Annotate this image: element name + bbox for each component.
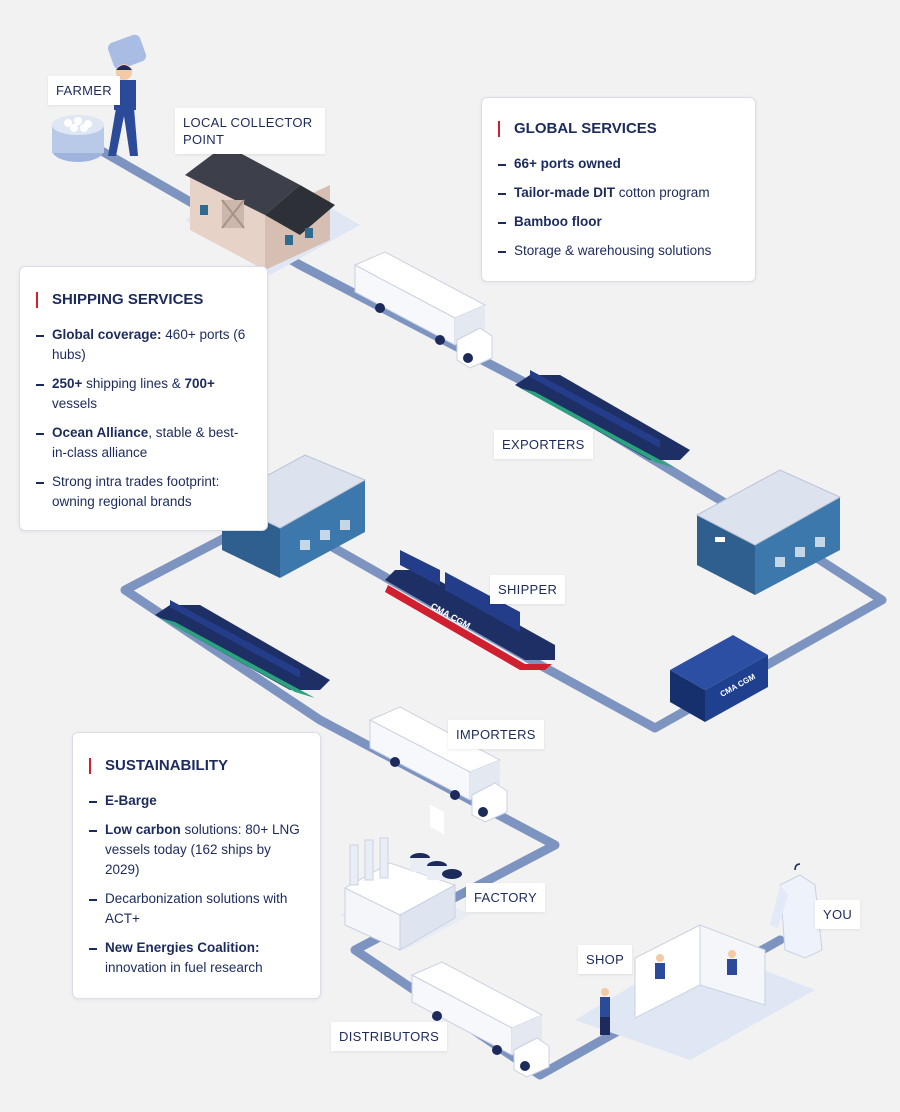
shipping-services-item: Ocean Alliance, stable & best-in-class a… [36,423,251,463]
label-distributors: DISTRIBUTORS [331,1022,448,1051]
label-importers: IMPORTERS [448,720,544,749]
shipping-services-item: Strong intra trades footprint: owning re… [36,472,251,512]
label-farmer: FARMER [48,76,120,105]
global-services-title: GLOBAL SERVICES [498,120,739,138]
label-shop: SHOP [578,945,633,974]
sustainability-item: Decarbonization solutions with ACT+ [89,889,304,929]
global-services-item: Tailor-made DIT cotton program [498,183,739,203]
shipping-services-item: 250+ shipping lines & 700+ vessels [36,374,251,414]
warehouse-right [695,469,842,595]
global-services-item: 66+ ports owned [498,154,739,174]
shipping-services-item: Global coverage: 460+ ports (6 hubs) [36,325,251,365]
sustainability-panel: SUSTAINABILITY E-Barge Low carbon soluti… [72,732,321,999]
barge-2 [155,600,330,698]
sustainability-title: SUSTAINABILITY [89,757,304,775]
global-services-panel: GLOBAL SERVICES 66+ ports owned Tailor-m… [481,97,756,282]
shirt-on-hanger [770,863,823,959]
global-services-item: Storage & warehousing solutions [498,241,739,261]
sustainability-item: New Energies Coalition: innovation in fu… [89,938,304,978]
truck-1 [353,251,493,369]
truck-3 [410,961,550,1078]
shipping-services-title: SHIPPING SERVICES [36,291,251,309]
label-exporters: EXPORTERS [494,430,593,459]
truck-2 [368,706,508,823]
global-services-item: Bamboo floor [498,212,739,232]
collector-barn [185,145,360,275]
label-shipper: SHIPPER [490,575,566,604]
label-you: YOU [815,900,861,929]
factory [340,837,470,951]
shop [575,924,815,1060]
shipping-container [670,635,768,722]
barge-1 [515,370,690,468]
label-collector: LOCAL COLLECTOR POINT [175,108,325,154]
shipping-services-panel: SHIPPING SERVICES Global coverage: 460+ … [19,266,268,531]
container-ship [385,550,555,835]
label-factory: FACTORY [466,883,546,912]
sustainability-item: Low carbon solutions: 80+ LNG vessels to… [89,820,304,880]
sustainability-item: E-Barge [89,791,304,811]
